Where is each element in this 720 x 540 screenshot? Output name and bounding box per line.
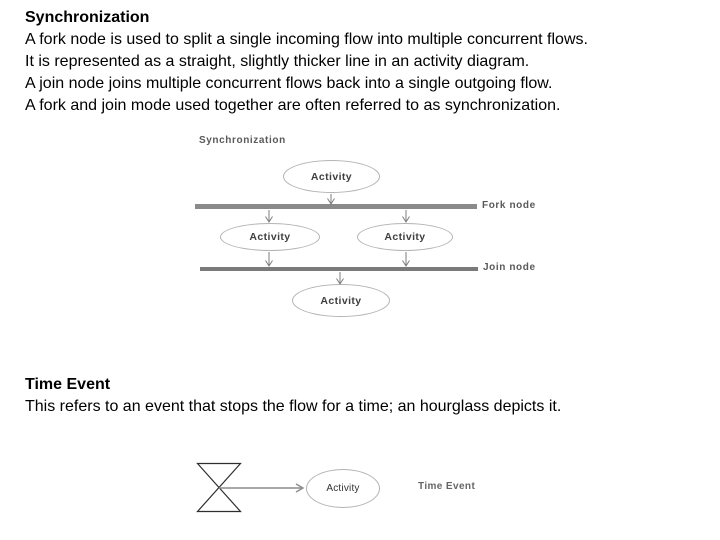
fork-node-bar [195, 204, 477, 209]
activity-node-label: Activity [326, 483, 360, 494]
join-node-label: Join node [483, 262, 536, 273]
body-line: A fork node is used to split a single in… [25, 31, 588, 48]
body-line: A fork and join mode used together are o… [25, 97, 561, 114]
activity-node-label: Activity [310, 170, 353, 183]
activity-node-right: Activity [357, 223, 453, 251]
flow-arrow-right-to-join [402, 252, 410, 267]
time-event-text-section: Time Event This refers to an event that … [25, 374, 705, 418]
activity-node-label: Activity [249, 231, 291, 243]
activity-node-label: Activity [384, 231, 426, 243]
section-heading-time-event: Time Event [25, 376, 111, 393]
flow-arrow-fork-to-left [265, 210, 273, 223]
flow-arrow-hourglass-to-activity [219, 483, 305, 493]
body-line: This refers to an event that stops the f… [25, 398, 562, 415]
flow-arrow-top-to-fork [327, 194, 335, 205]
activity-node-bottom: Activity [292, 284, 390, 317]
time-event-label: Time Event [418, 481, 476, 492]
activity-node-label: Activity [320, 294, 362, 307]
sync-text-section: Synchronization A fork node is used to s… [25, 7, 705, 117]
activity-node-left: Activity [220, 223, 320, 251]
body-line: It is represented as a straight, slightl… [25, 53, 530, 70]
activity-node-time-event: Activity [306, 469, 380, 508]
body-line: A join node joins multiple concurrent fl… [25, 75, 553, 92]
section-heading-synchronization: Synchronization [25, 9, 150, 26]
hourglass-icon [196, 462, 242, 513]
flow-arrow-left-to-join [265, 252, 273, 267]
sync-diagram-title: Synchronization [199, 135, 286, 146]
fork-node-label: Fork node [482, 200, 536, 211]
activity-node-top: Activity [283, 160, 380, 193]
join-node-bar [200, 267, 478, 271]
flow-arrow-fork-to-right [402, 210, 410, 223]
flow-arrow-join-to-bottom [336, 272, 344, 285]
